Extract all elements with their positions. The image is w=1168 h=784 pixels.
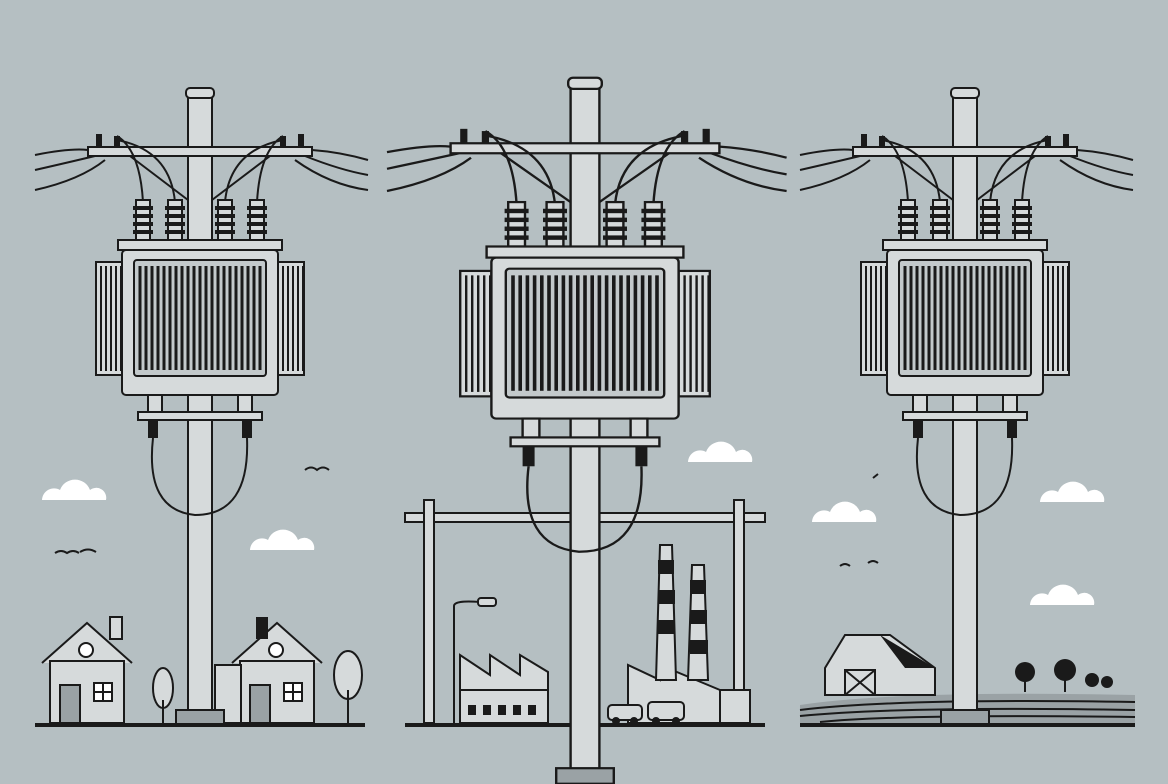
- rural-scene: [799, 634, 1136, 723]
- birds: [54, 466, 879, 567]
- factory-icon: [459, 544, 751, 724]
- trees: [1015, 659, 1113, 692]
- car-icon: [647, 701, 685, 725]
- barn-icon: [824, 634, 936, 696]
- car-icon: [607, 704, 643, 725]
- residential-scene: [41, 616, 363, 724]
